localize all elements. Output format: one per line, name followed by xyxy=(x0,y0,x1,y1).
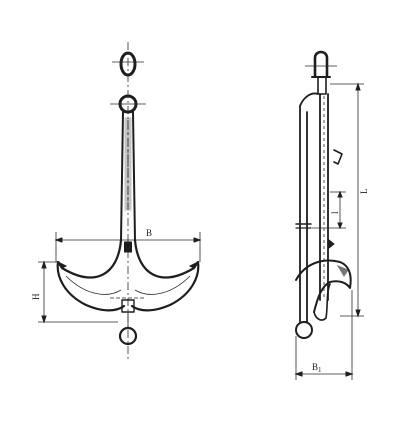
side-dim-length: L xyxy=(330,82,369,318)
front-dim-width: B xyxy=(54,228,202,262)
front-dim-height: H xyxy=(31,260,118,324)
side-stock xyxy=(295,92,319,339)
side-length-label: L xyxy=(359,189,369,195)
side-offset-label: l xyxy=(330,211,340,214)
side-shank xyxy=(319,93,343,301)
front-shank xyxy=(120,111,136,253)
side-dim-width: B1 xyxy=(294,290,354,380)
front-view: B H xyxy=(31,42,202,360)
front-height-label: H xyxy=(31,293,41,300)
front-width-label: B xyxy=(146,228,152,238)
side-fluke xyxy=(295,259,352,321)
side-dim-offset: l xyxy=(312,190,346,230)
front-arms xyxy=(56,238,200,312)
side-view: L l B1 xyxy=(294,50,369,380)
side-width-label: B1 xyxy=(312,362,322,374)
side-shackle xyxy=(305,50,337,95)
front-shackle xyxy=(110,51,146,114)
front-crown xyxy=(110,297,146,346)
